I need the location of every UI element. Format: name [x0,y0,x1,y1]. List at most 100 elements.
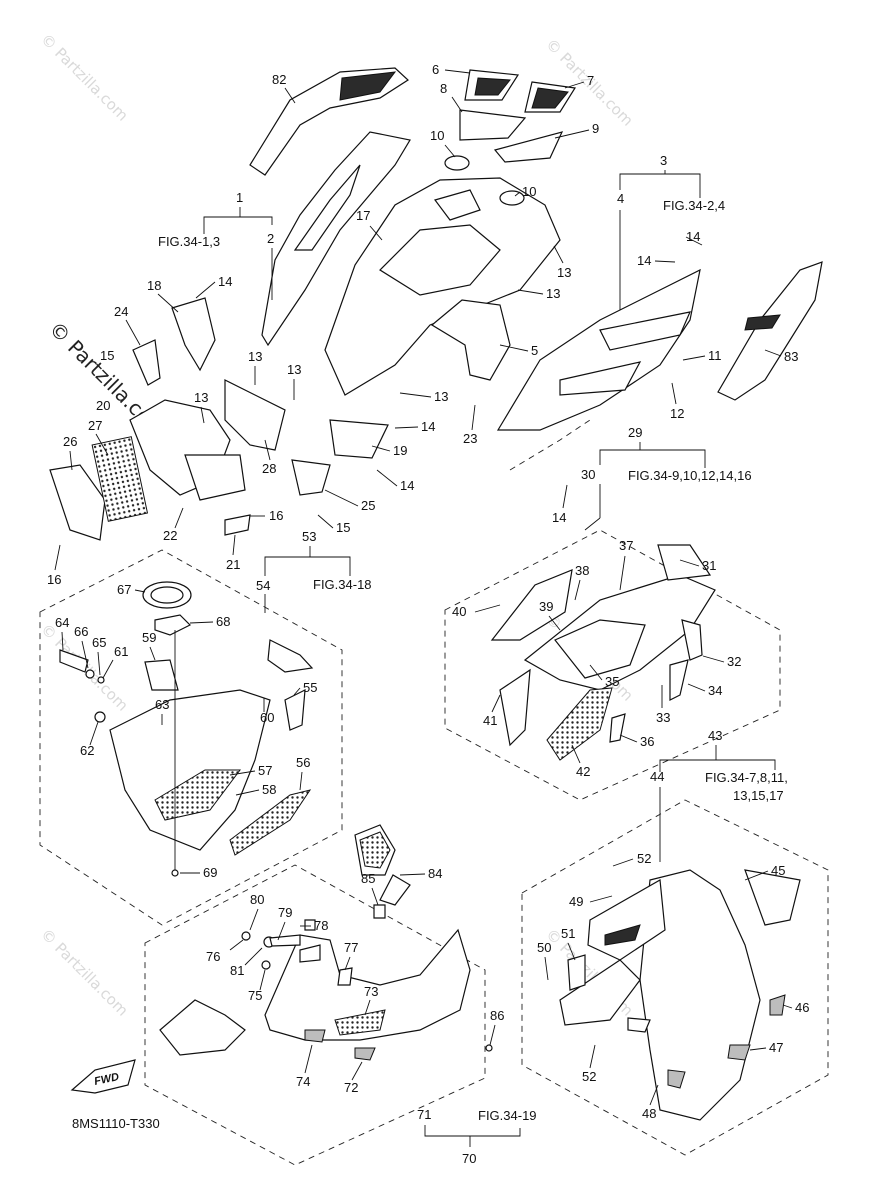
label-11: 11 [708,348,722,363]
ref-fig-34-1-3: FIG.34-1,3 [158,234,220,249]
label-85: 85 [361,871,375,886]
fwd-label: FWD [93,1071,120,1088]
label-56: 56 [296,755,310,770]
group-44 [521,799,829,1156]
label-17: 17 [356,208,370,223]
label-57: 57 [258,763,272,778]
label-78: 78 [314,918,328,933]
label-5: 5 [531,343,538,358]
group-30 [444,529,781,801]
label-6: 6 [432,62,439,77]
label-13c: 13 [248,349,262,364]
label-32: 32 [727,654,741,669]
label-14e: 14 [400,478,414,493]
label-24: 24 [114,304,128,319]
label-34: 34 [708,683,722,698]
parts-18-24-art [49,297,389,541]
label-43: 43 [708,728,722,743]
label-65: 65 [92,635,106,650]
diagram-code: 8MS1110-T330 [72,1116,160,1131]
label-79: 79 [278,905,292,920]
label-20: 20 [96,398,110,413]
label-69: 69 [203,865,217,880]
label-7: 7 [587,73,594,88]
label-74: 74 [296,1074,310,1089]
label-18: 18 [147,278,161,293]
label-41: 41 [483,713,497,728]
label-52a: 52 [637,851,651,866]
label-44: 44 [650,769,664,784]
label-35: 35 [605,674,619,689]
label-70: 70 [462,1151,476,1166]
label-37: 37 [619,538,633,553]
label-86: 86 [490,1008,504,1023]
label-59: 59 [142,630,156,645]
label-12: 12 [670,406,684,421]
label-67: 67 [117,582,131,597]
ref-fig-34-2-4: FIG.34-2,4 [663,198,725,213]
label-9: 9 [592,121,599,136]
label-31: 31 [702,558,716,573]
label-60: 60 [260,710,274,725]
label-62: 62 [80,743,94,758]
group-54-labels: 67 68 64 66 65 59 61 55 63 60 62 57 56 5… [55,582,317,880]
fwd-arrow-icon: FWD [70,1059,136,1094]
label-46: 46 [795,1000,809,1015]
label-16b: 16 [47,572,61,587]
label-33: 33 [656,710,670,725]
group-71 [144,864,486,1166]
label-53: 53 [302,529,316,544]
label-14b: 14 [637,253,651,268]
label-84: 84 [428,866,442,881]
label-58: 58 [262,782,276,797]
label-80: 80 [250,892,264,907]
label-8: 8 [440,81,447,96]
label-36: 36 [640,734,654,749]
ref-fig-34-7-11-b: 13,15,17 [733,788,784,803]
label-71: 71 [417,1107,431,1122]
label-15a: 15 [100,348,114,363]
label-45: 45 [771,863,785,878]
label-66: 66 [74,624,88,639]
label-4: 4 [617,191,624,206]
label-21: 21 [226,557,240,572]
label-13d: 13 [287,362,301,377]
label-22: 22 [163,528,177,543]
label-49: 49 [569,894,583,909]
label-54: 54 [256,578,270,593]
part-83-art [717,261,823,401]
group-71-labels: 80 79 78 76 81 77 75 73 74 72 86 71 FIG.… [206,824,537,1166]
part-4-art [496,268,701,471]
ref-fig-34-18: FIG.34-18 [313,577,372,592]
ref-fig-34-9-16: FIG.34-9,10,12,14,16 [628,468,752,483]
label-64: 64 [55,615,69,630]
label-83: 83 [784,349,798,364]
label-55: 55 [303,680,317,695]
label-52b: 52 [582,1069,596,1084]
label-14c: 14 [218,274,232,289]
label-39: 39 [539,599,553,614]
label-14d: 14 [421,419,435,434]
label-1: 1 [236,190,243,205]
label-51: 51 [561,926,575,941]
label-14a: 14 [686,229,700,244]
label-23: 23 [463,431,477,446]
label-13b: 13 [546,286,560,301]
watermark-1: © Partzilla.com [37,30,132,125]
label-42: 42 [576,764,590,779]
label-19: 19 [393,443,407,458]
label-68: 68 [216,614,230,629]
label-28: 28 [262,461,276,476]
label-75: 75 [248,988,262,1003]
label-10a: 10 [430,128,444,143]
watermark-5: © Partzilla.com [37,925,132,1020]
label-77: 77 [344,940,358,955]
label-30: 30 [581,467,595,482]
group-44-labels: 52 45 49 51 50 46 47 52 48 [537,851,809,1121]
label-15b: 15 [336,520,350,535]
label-82: 82 [272,72,286,87]
parts-6-10-art [444,69,576,206]
label-26: 26 [63,434,77,449]
label-50: 50 [537,940,551,955]
label-2: 2 [267,231,274,246]
